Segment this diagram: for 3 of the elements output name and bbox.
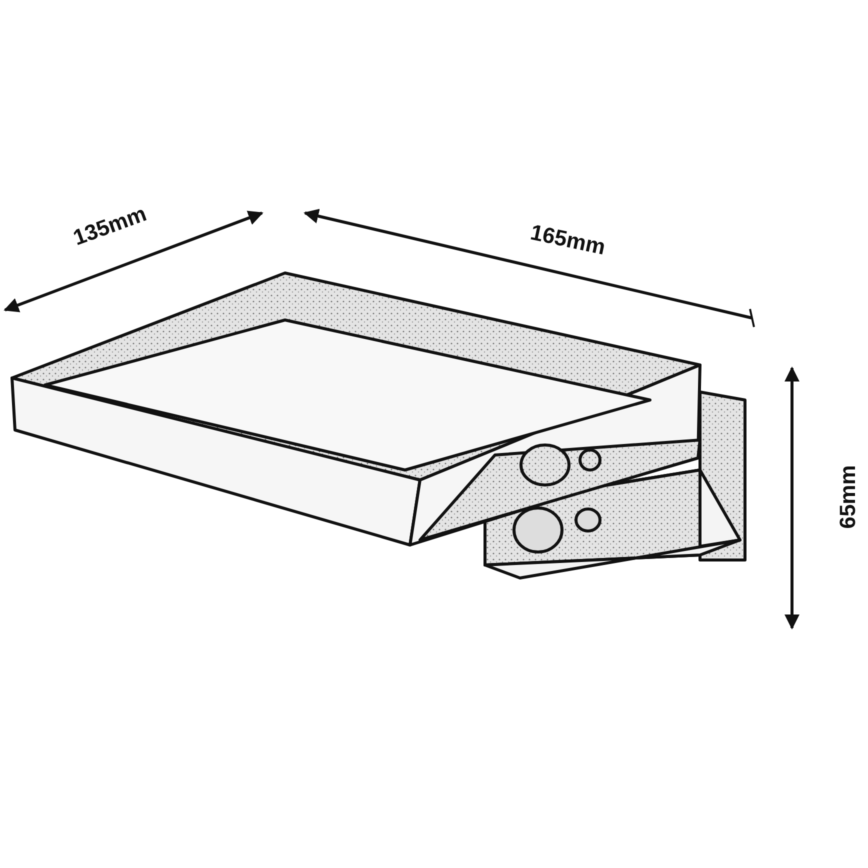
dimension-label: 65mm	[834, 465, 861, 529]
dimension-label: 135mm	[70, 200, 150, 252]
dimension-label: 165mm	[528, 219, 608, 261]
